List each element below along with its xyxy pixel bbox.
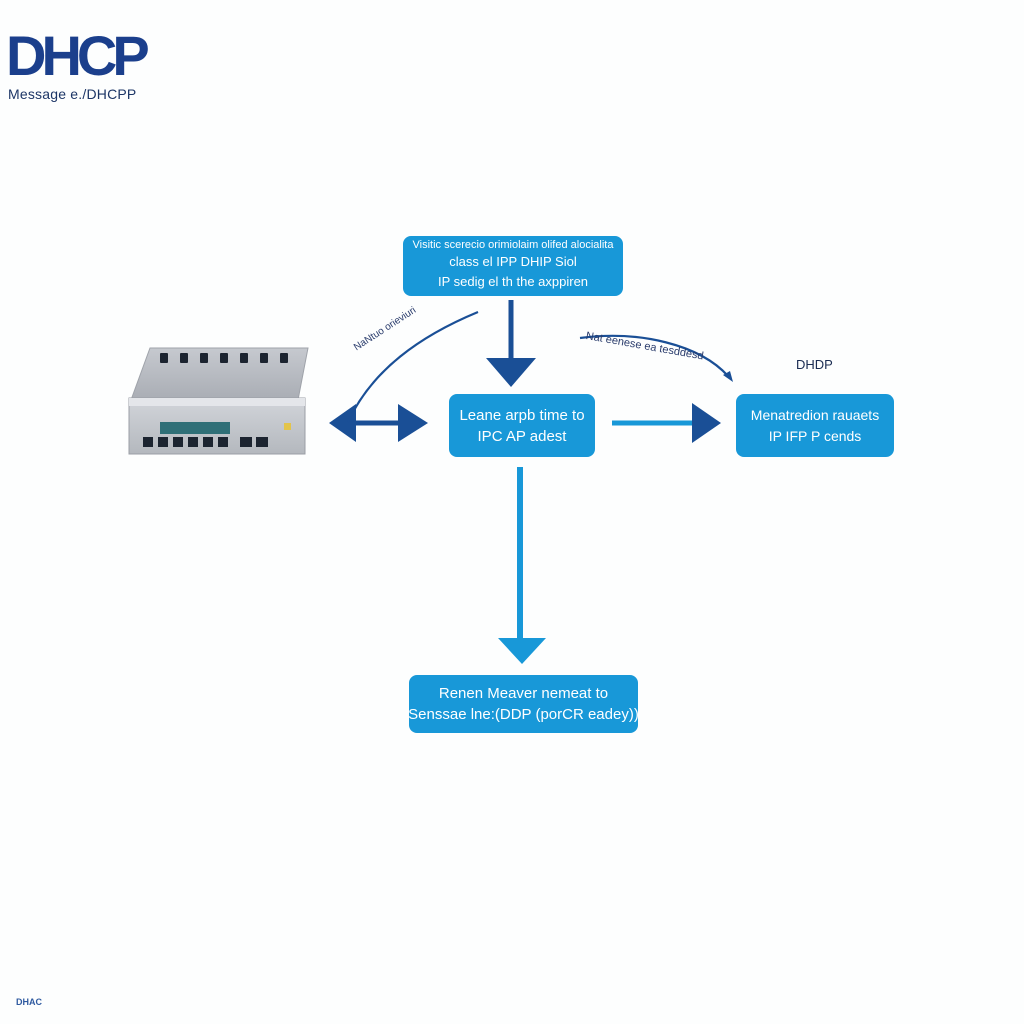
top-process-box: Visitic scerecio orimiolaim olifed aloci… [403, 236, 623, 296]
arrow-center-to-bottom [498, 467, 546, 664]
top-box-line-1: Visitic scerecio orimiolaim olifed aloci… [412, 239, 614, 251]
arrow-top-to-center [486, 300, 536, 387]
dhcp-subtitle: Message e./DHCPP [8, 86, 137, 102]
top-box-line-2: class el IPP DHIP Siol [449, 254, 577, 269]
right-box-line-2: IP IFP P cends [768, 427, 862, 444]
switch-front-ports [143, 437, 268, 447]
right-node-title: DHDP [796, 357, 833, 372]
center-process-box: Leane arpb time to IPC AP adest [449, 394, 595, 457]
dhcp-title: DHCP [6, 24, 150, 87]
arc-left [347, 310, 479, 423]
switch-status-led [284, 423, 291, 430]
top-box-line-3: IP sedig el th the axppiren [437, 274, 589, 289]
switch-top-ports [160, 353, 288, 363]
arc-right [579, 334, 733, 382]
right-box-line-1: Menatredion rauaets [750, 406, 880, 423]
center-box-line-1: Leane arpb time to [459, 406, 585, 424]
footer-mark: DHAC [16, 997, 42, 1007]
center-box-line-2: IPC AP adest [477, 427, 567, 445]
bottom-process-box: Renen Meaver nemeat to Senssae lne:(DDP … [408, 675, 639, 733]
bottom-box-line-1: Renen Meaver nemeat to [438, 685, 609, 702]
switch-port-strip [160, 422, 230, 434]
arrow-switch-bidirectional [329, 404, 428, 442]
network-switch-icon [128, 347, 309, 455]
arrow-center-to-right [612, 403, 721, 443]
right-process-box: Menatredion rauaets IP IFP P cends [736, 394, 894, 457]
bottom-box-line-2: Senssae lne:(DDP (porCR eadey)) [408, 706, 639, 723]
